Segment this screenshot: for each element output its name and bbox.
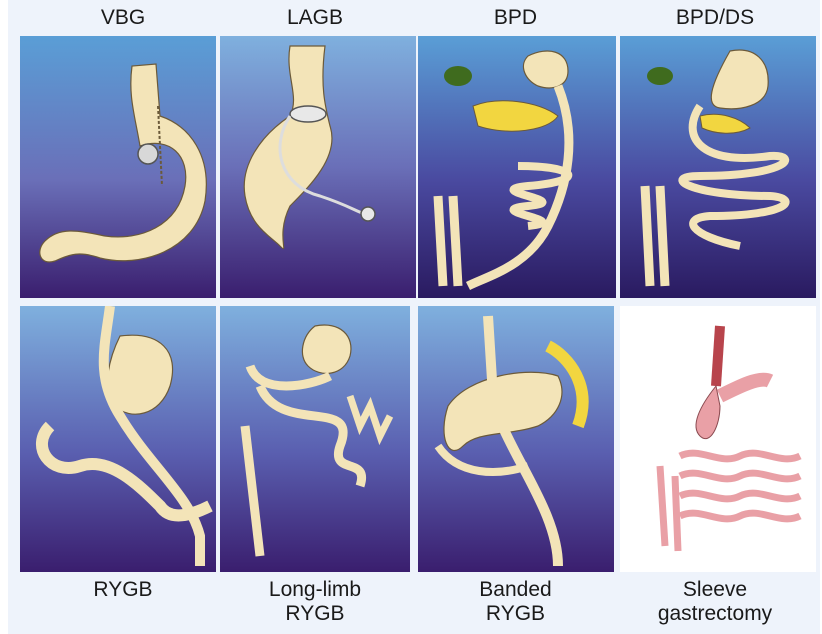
- label-banded-rygb: Banded RYGB: [418, 578, 613, 626]
- label-bpd-ds: BPD/DS: [620, 6, 810, 30]
- panel-bpd-ds: [620, 36, 816, 298]
- stomach-illustration: [302, 325, 351, 373]
- gallbladder-illustration: [647, 67, 673, 85]
- stomach-illustration: [696, 386, 720, 439]
- label-sleeve-gastrectomy-line1: Sleeve: [620, 578, 810, 602]
- label-long-limb-rygb: Long-limb RYGB: [220, 578, 410, 626]
- panel-banded-rygb: [418, 306, 614, 572]
- label-long-limb-rygb-line1: Long-limb: [220, 578, 410, 602]
- pancreas-illustration: [720, 380, 770, 396]
- label-rygb: RYGB: [28, 578, 218, 602]
- label-banded-rygb-line2: RYGB: [418, 602, 613, 626]
- panel-bpd: [418, 36, 616, 298]
- label-banded-rygb-line1: Banded: [418, 578, 613, 602]
- label-rygb-line1: RYGB: [28, 578, 218, 602]
- intestine-illustration: [660, 453, 800, 551]
- figure-frame: VBG LAGB BPD BPD/DS: [8, 0, 820, 634]
- label-bpd: BPD: [418, 6, 613, 30]
- panel-rygb: [20, 306, 216, 572]
- label-vbg: VBG: [28, 6, 218, 30]
- panel-long-limb-rygb: [220, 306, 410, 572]
- gallbladder-illustration: [444, 66, 472, 86]
- label-lagb: LAGB: [220, 6, 410, 30]
- label-sleeve-gastrectomy: Sleeve gastrectomy: [620, 578, 810, 626]
- panel-lagb: [220, 36, 416, 298]
- panel-vbg: [20, 36, 216, 298]
- panel-sleeve-gastrectomy: [620, 306, 816, 572]
- esophagus-illustration: [716, 326, 720, 386]
- label-sleeve-gastrectomy-line2: gastrectomy: [620, 602, 810, 626]
- label-long-limb-rygb-line2: RYGB: [220, 602, 410, 626]
